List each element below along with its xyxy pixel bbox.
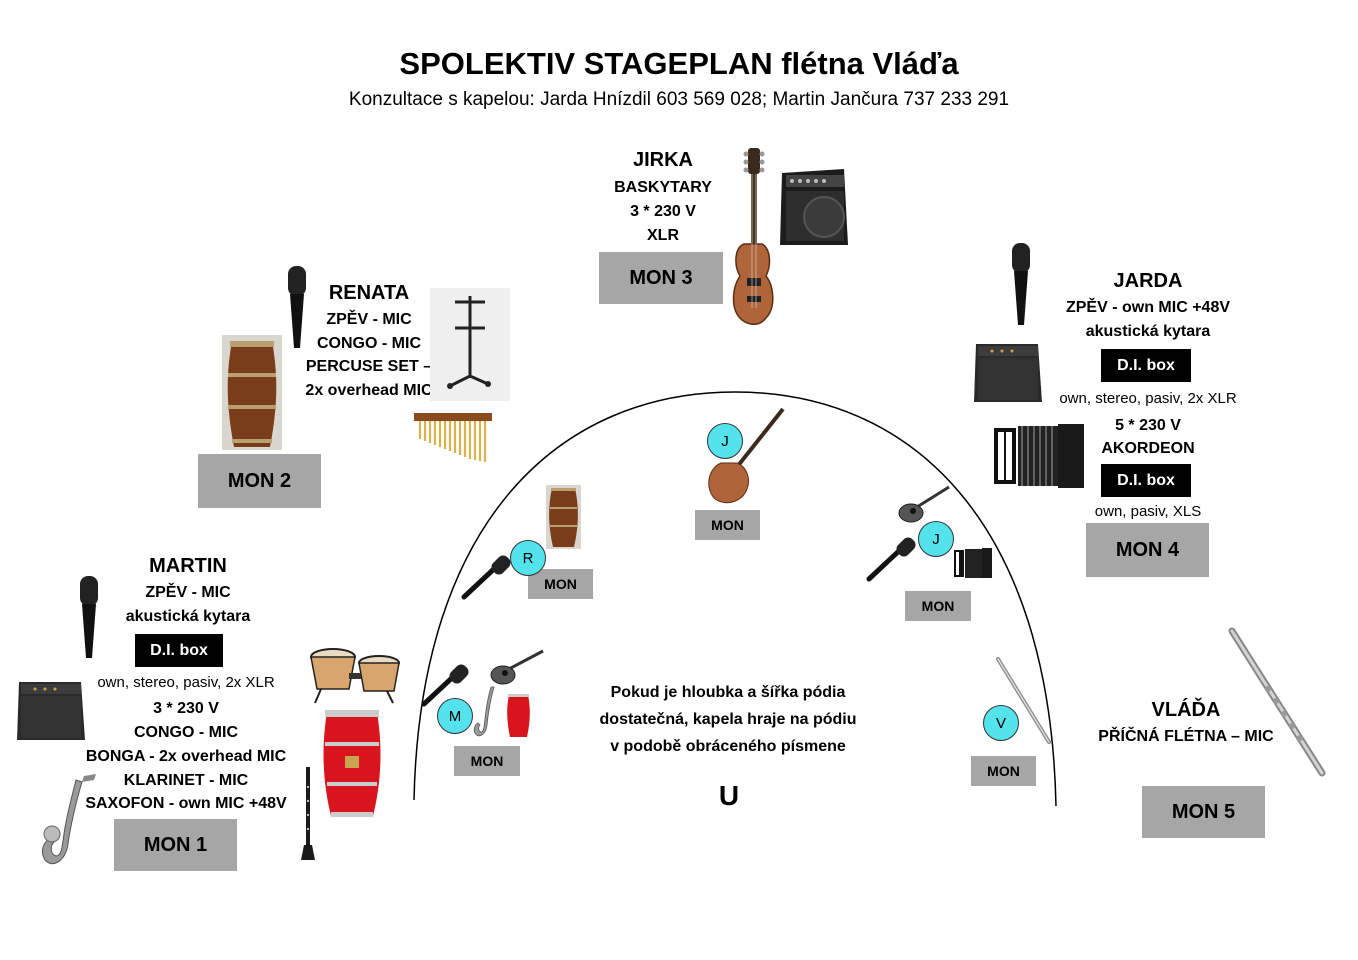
stage-note-3: v podobě obráceného písmene [610,738,846,755]
jirka-name: JIRKA [632,149,693,171]
bongo-icon [310,648,400,704]
conga-icon [323,710,381,817]
acoustic-guitar-icon [898,485,950,523]
clarinet-icon [301,767,315,860]
microphone-icon [461,555,511,600]
monitor-4: MON 4 [1086,523,1209,577]
conga-icon [507,694,530,737]
chimes-icon [414,413,492,462]
martin-info-4: CONGO - MIC [134,724,238,741]
jarda-info-4: AKORDEON [1101,440,1195,457]
bass-guitar-icon [732,148,774,325]
di-box-label-2: D.I. box [1101,464,1191,497]
microphone-icon [80,576,98,658]
martin-note: own, stereo, pasiv, 2x XLR [97,674,275,691]
renata-name: RENATA [328,282,410,304]
saxophone-icon [41,774,96,865]
jarda-note-2: own, pasiv, XLS [1094,503,1202,520]
renata-info-4: 2x overhead MIC [305,382,433,399]
microphone-icon [866,537,916,582]
martin-info-2: akustická kytara [125,608,251,625]
flute-icon [996,657,1051,744]
microphone-icon [1012,243,1030,325]
percussion-stand-icon [430,288,510,401]
jirka-info-2: 3 * 230 V [630,203,696,220]
marker-renata: R [510,540,546,576]
jarda-info-1: ZPĚV - own MIC +48V [1065,299,1231,316]
marker-vlada: V [983,705,1019,741]
acoustic-amp-icon [17,682,85,740]
vlada-info-1: PŘÍČNÁ FLÉTNA – MIC [1098,728,1274,745]
marker-jirka: J [707,423,743,459]
martin-info-7: SAXOFON - own MIC +48V [85,795,287,812]
stage-monitor-jirka: MON [695,510,760,540]
page-subtitle: Konzultace s kapelou: Jarda Hnízdil 603 … [348,89,1010,110]
jarda-info-2: akustická kytara [1085,323,1211,340]
acoustic-amp-icon [974,344,1042,402]
jirka-info-3: XLR [647,227,679,244]
stage-monitor-martin: MON [454,746,520,776]
renata-info-2: CONGO - MIC [317,335,421,352]
di-box-label-1: D.I. box [1101,349,1191,382]
stage-letter: U [718,780,740,811]
jarda-info-3: 5 * 230 V [1115,417,1181,434]
martin-name: MARTIN [149,555,227,577]
stage-note-2: dostatečná, kapela hraje na pódiu [599,711,857,728]
page-title: SPOLEKTIV STAGEPLAN flétna Vláďa [399,46,959,81]
marker-jarda: J [918,521,954,557]
renata-info-1: ZPĚV - MIC [326,311,412,328]
stage-note-1: Pokud je hloubka a šířka pódia [610,684,846,701]
martin-info-1: ZPĚV - MIC [145,584,231,601]
accordion-icon [954,548,992,578]
flute-icon [1228,627,1326,777]
conga-icon [222,335,282,450]
vlada-name: VLÁĎA [1151,699,1221,721]
saxophone-icon [473,686,495,737]
monitor-1: MON 1 [114,819,237,871]
jarda-name: JARDA [1113,270,1183,292]
marker-martin: M [437,698,473,734]
monitor-3: MON 3 [599,252,723,304]
monitor-5: MON 5 [1142,786,1265,838]
jirka-info-1: BASKYTARY [614,179,712,196]
martin-info-6: KLARINET - MIC [123,772,249,789]
monitor-2: MON 2 [198,454,321,508]
jarda-note-1: own, stereo, pasiv, 2x XLR [1059,390,1237,407]
microphone-icon [288,266,306,348]
stage-monitor-jarda: MON [905,591,971,621]
stage-monitor-renata: MON [528,569,593,599]
di-box-label-3: D.I. box [135,634,223,667]
accordion-icon [994,424,1084,488]
conga-icon [546,485,581,549]
bass-amp-icon [780,169,848,245]
martin-info-5: BONGA - 2x overhead MIC [85,748,287,765]
bass-guitar-icon [708,407,785,504]
acoustic-guitar-icon [490,649,544,685]
martin-info-3: 3 * 230 V [153,700,219,717]
microphone-icon [421,664,469,707]
stage-monitor-vlada: MON [971,756,1036,786]
renata-info-3: PERCUSE SET – [305,358,433,375]
